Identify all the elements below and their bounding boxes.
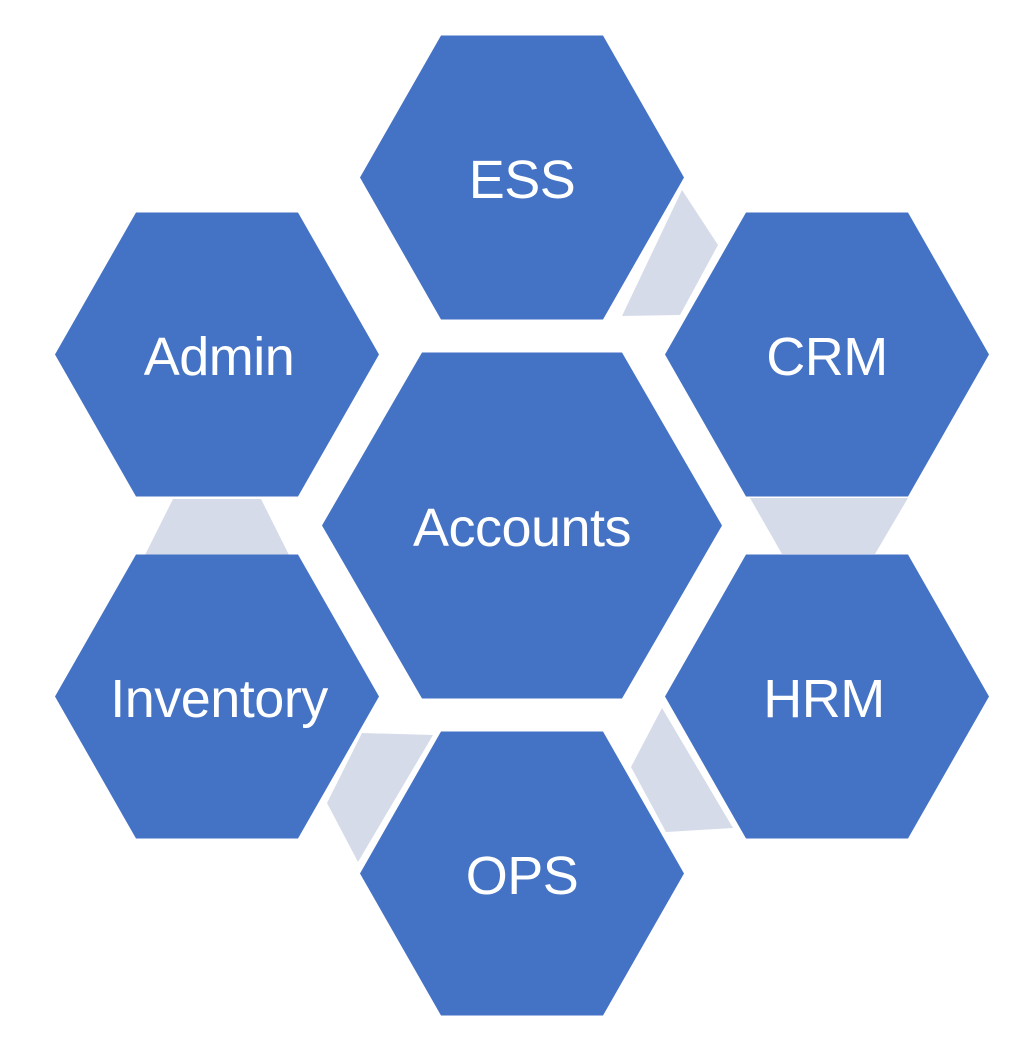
node-ess[interactable]: ESS — [360, 35, 684, 320]
hexagon-shape-admin[interactable] — [55, 212, 379, 497]
node-label-ess-text: ESS — [469, 150, 576, 210]
node-label-hrm: HRM — [763, 669, 884, 729]
hexagon-shape-ess[interactable] — [360, 35, 684, 320]
node-label-crm: CRM — [766, 327, 887, 387]
node-label-ops: OPS — [466, 846, 579, 906]
hexagon-shape-accounts[interactable] — [322, 352, 722, 699]
node-label-ess: ESS — [469, 150, 576, 210]
node-label-admin-text: Admin — [144, 327, 295, 387]
node-label-inventory: Inventory — [110, 669, 328, 729]
node-label-admin: Admin — [144, 327, 295, 387]
node-label-inventory-text: Inventory — [110, 669, 328, 729]
node-label-accounts-text: Accounts — [413, 498, 631, 558]
node-label-hrm-text: HRM — [763, 669, 884, 729]
connector-ess-crm — [622, 190, 718, 316]
node-label-ops-text: OPS — [466, 846, 579, 906]
node-label-crm-text: CRM — [766, 327, 887, 387]
hexagon-shape-hrm[interactable] — [665, 554, 989, 839]
node-crm[interactable]: CRM — [665, 212, 989, 497]
hexagon-shape-ops[interactable] — [360, 731, 684, 1016]
node-ops[interactable]: OPS — [360, 731, 684, 1016]
node-label-accounts: Accounts — [413, 498, 631, 558]
connector-inventory-admin — [145, 499, 289, 555]
node-inventory[interactable]: Inventory — [55, 554, 379, 839]
node-accounts[interactable]: Accounts — [322, 352, 722, 699]
connector-crm-hrm — [750, 498, 908, 554]
hexagon-shape-inventory[interactable] — [55, 554, 379, 839]
node-admin[interactable]: Admin — [55, 212, 379, 497]
hexagon-shape-crm[interactable] — [665, 212, 989, 497]
node-hrm[interactable]: HRM — [665, 554, 989, 839]
connector-ops-inventory — [327, 733, 433, 862]
connector-hrm-ops — [631, 708, 733, 832]
